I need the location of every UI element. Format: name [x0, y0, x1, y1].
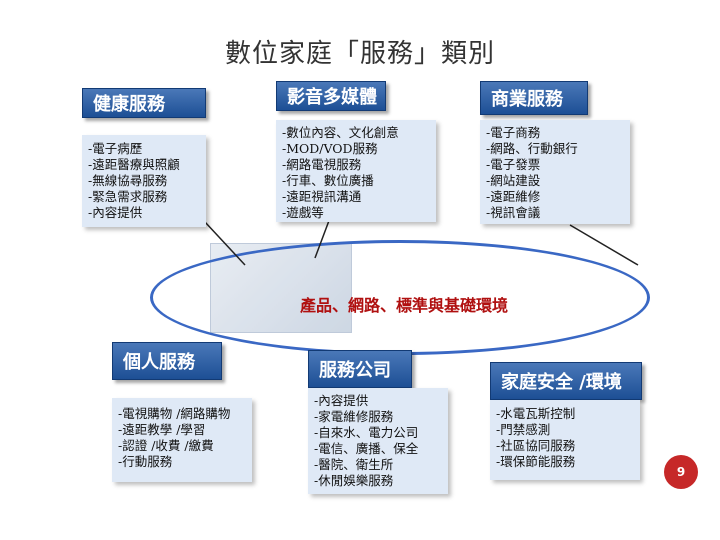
list-item: -社區協同服務: [496, 438, 576, 453]
list-item: -無線協尋服務: [88, 173, 168, 188]
personal-header: 個人服務: [112, 342, 222, 380]
list-item: -內容提供: [88, 205, 143, 220]
connector-media: [314, 217, 331, 259]
service-company-box: -內容提供 -家電維修服務 -自來水、電力公司 -電信、廣播、保全 -醫院、衛生…: [308, 388, 448, 494]
business-header: 商業服務: [480, 81, 588, 115]
list-item: -內容提供: [314, 393, 369, 408]
list-item: -醫院、衛生所: [314, 457, 394, 472]
list-item: -視訊會議: [486, 205, 541, 220]
list-item: -家電維修服務: [314, 409, 394, 424]
page-title: 數位家庭「服務」類別: [224, 39, 495, 69]
list-item: -門禁感測: [496, 422, 551, 437]
connector-business: [569, 224, 639, 266]
connector-health: [204, 221, 246, 266]
list-item: -遠距視訊溝通: [282, 189, 362, 204]
list-item: -遊戲等: [282, 205, 324, 220]
health-header: 健康服務: [82, 88, 206, 118]
list-item: -休閒娛樂服務: [314, 473, 394, 488]
list-item: -電視購物 /網路購物: [118, 406, 231, 421]
list-item: -電子商務: [486, 125, 541, 140]
list-item: -遠距教學 /學習: [118, 422, 206, 437]
list-item: -數位內容、文化創意: [282, 125, 399, 140]
list-item: -認證 /收費 /繳費: [118, 438, 214, 453]
list-item: -環保節能服務: [496, 454, 576, 469]
list-item: -網路、行動銀行: [486, 141, 578, 156]
media-box: -數位內容、文化創意 -MOD/VOD服務 -網路電視服務 -行車、數位廣播 -…: [276, 120, 436, 222]
list-item: -網路電視服務: [282, 157, 362, 172]
list-item: -緊急需求服務: [88, 189, 168, 204]
list-item: -遠距醫療與照顧: [88, 157, 180, 172]
list-item: -MOD/VOD服務: [282, 141, 378, 156]
page-number-badge: 9: [664, 455, 698, 489]
service-company-header: 服務公司: [308, 350, 412, 388]
list-item: -自來水、電力公司: [314, 425, 419, 440]
health-box: -電子病歷 -遠距醫療與照顧 -無線協尋服務 -緊急需求服務 -內容提供: [82, 135, 206, 227]
list-item: -電子病歷: [88, 141, 143, 156]
security-box: -水電瓦斯控制 -門禁感測 -社區協同服務 -環保節能服務: [490, 400, 640, 480]
list-item: -電子發票: [486, 157, 541, 172]
list-item: -水電瓦斯控制: [496, 406, 576, 421]
media-header: 影音多媒體: [276, 81, 386, 111]
core-label: 產品、網路、標準與基礎環境: [300, 296, 509, 315]
list-item: -遠距維修: [486, 189, 541, 204]
list-item: -電信、廣播、保全: [314, 441, 419, 456]
personal-box: -電視購物 /網路購物 -遠距教學 /學習 -認證 /收費 /繳費 -行動服務: [112, 398, 252, 482]
list-item: -行動服務: [118, 454, 173, 469]
security-header: 家庭安全 /環境: [490, 362, 642, 400]
list-item: -行車、數位廣播: [282, 173, 374, 188]
business-box: -電子商務 -網路、行動銀行 -電子發票 -網站建設 -遠距維修 -視訊會議: [480, 120, 630, 224]
list-item: -網站建設: [486, 173, 541, 188]
